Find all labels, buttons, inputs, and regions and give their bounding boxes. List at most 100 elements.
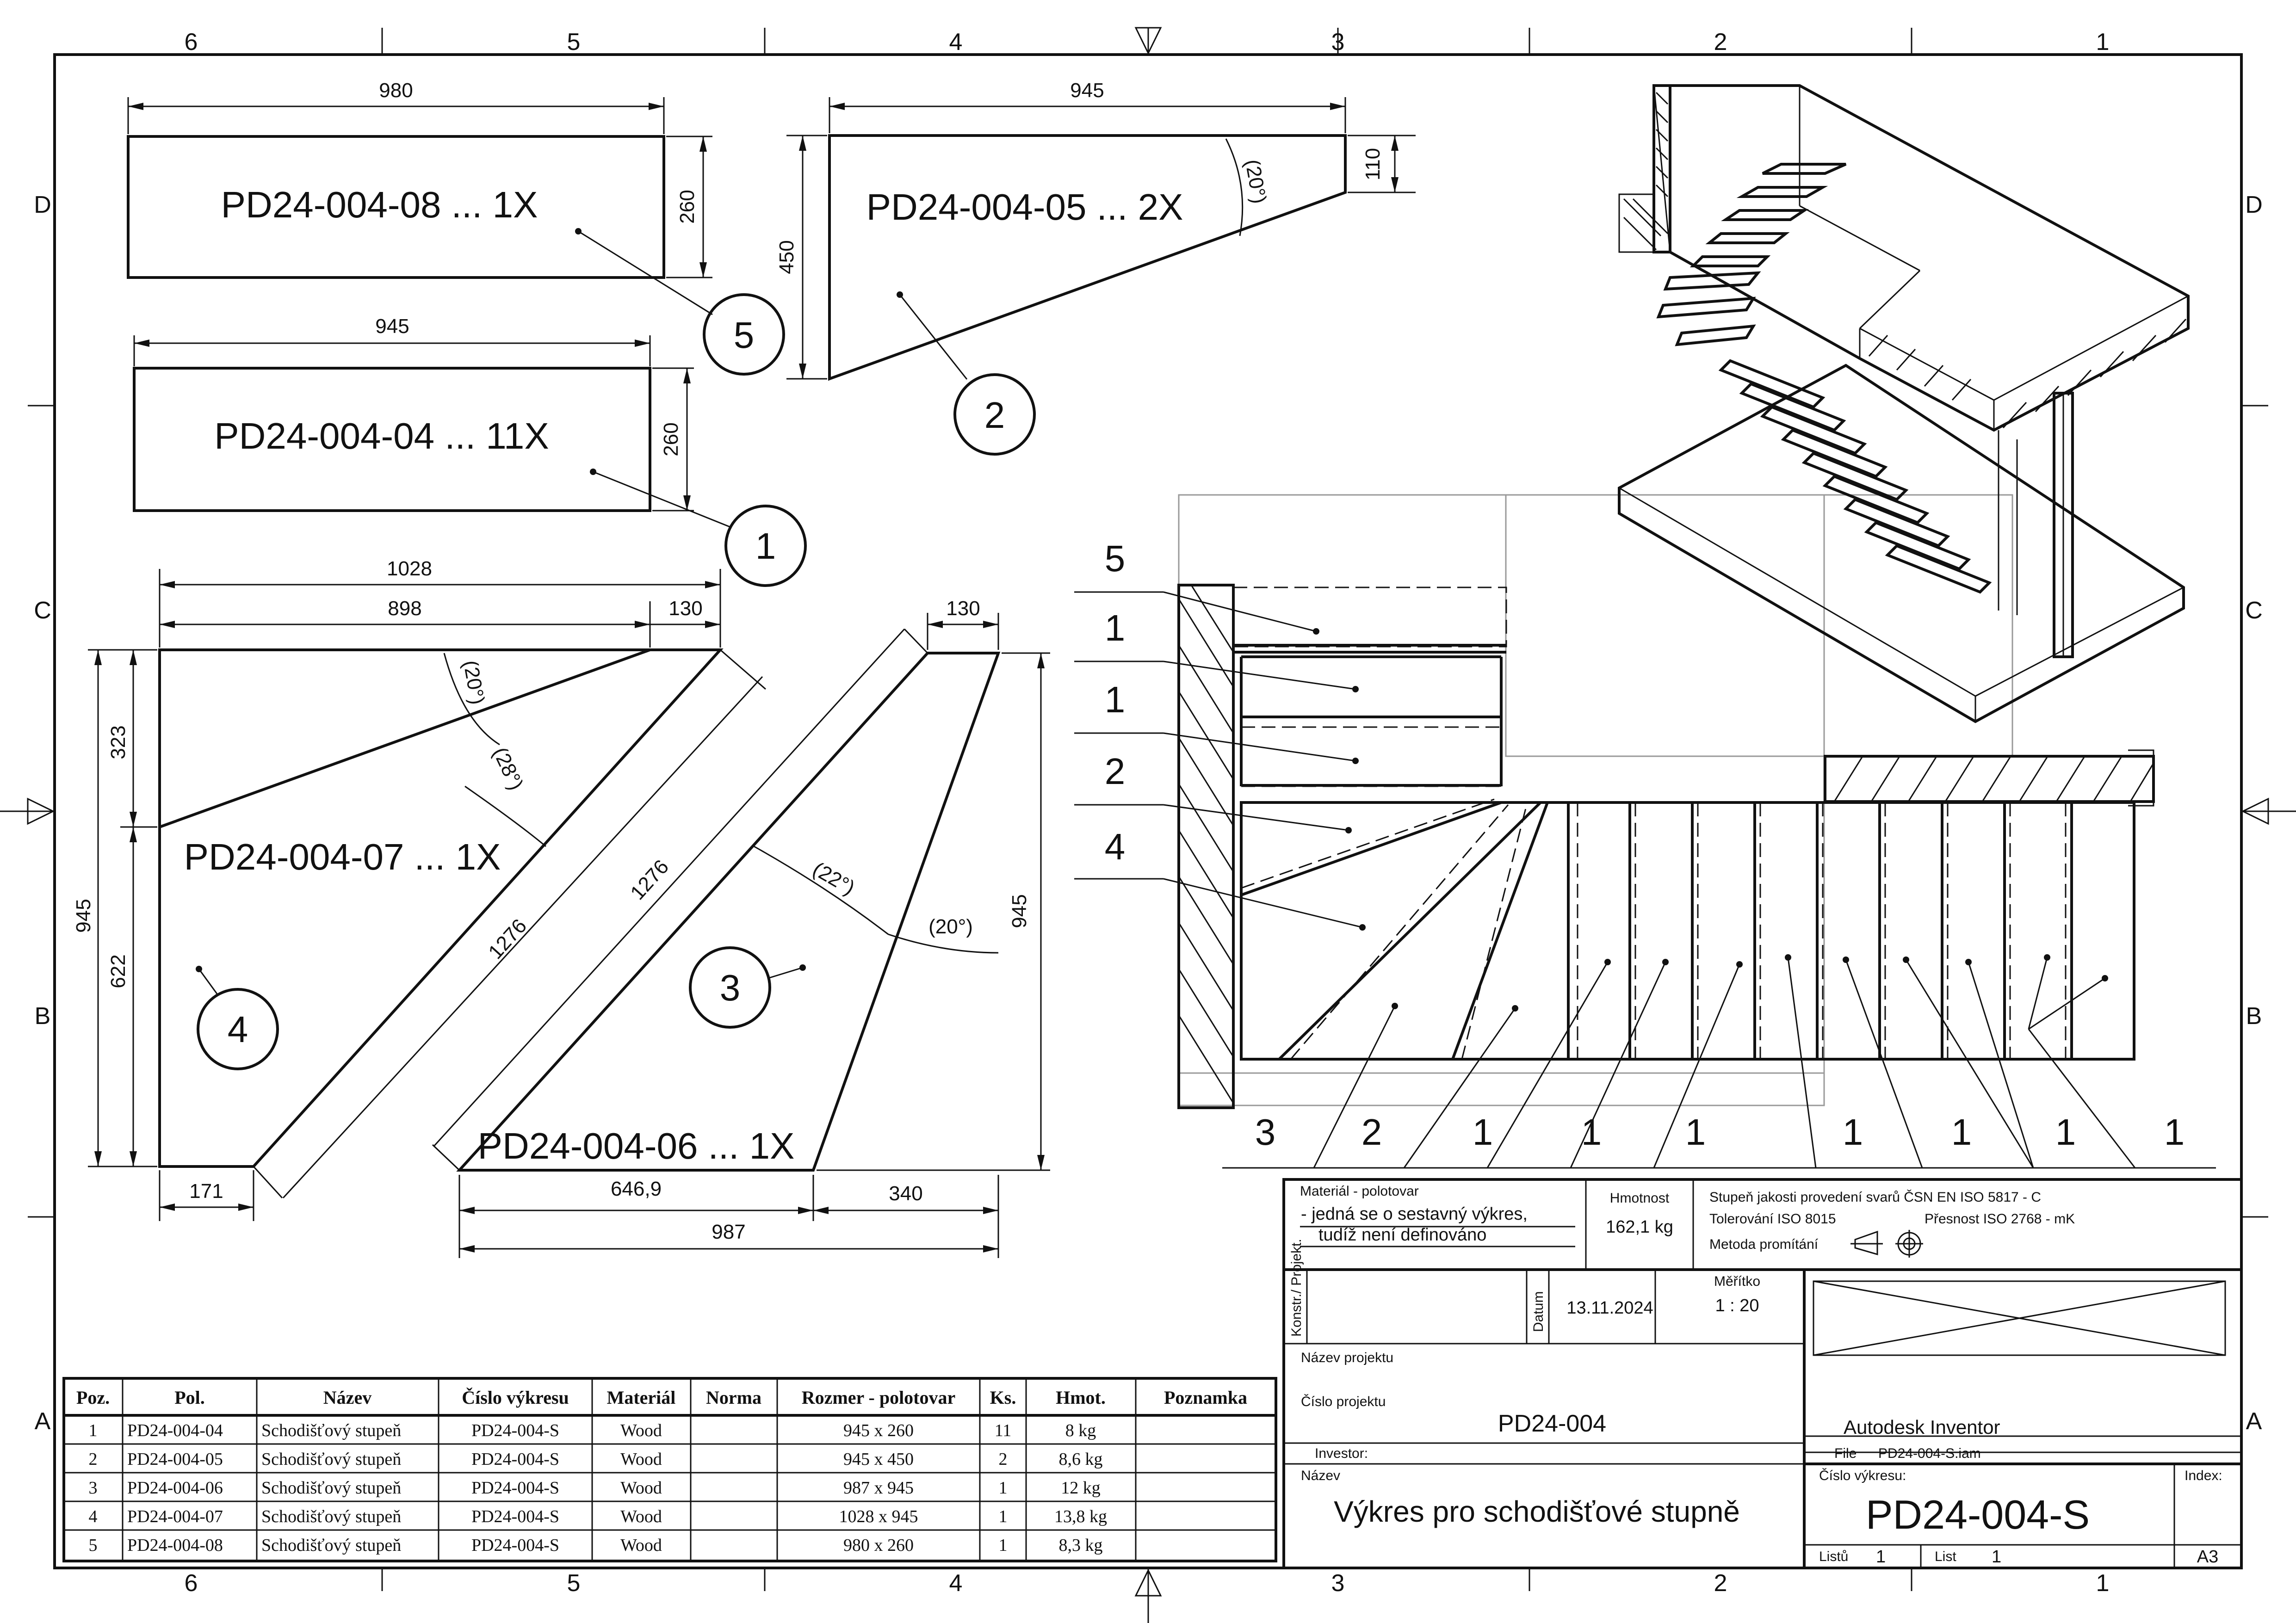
stair-plan-view bbox=[1074, 494, 2216, 1169]
plan-balloon-bottom-6: 1 bbox=[1843, 1111, 1863, 1153]
bom-row-4-rozmer: 1028 x 945 bbox=[839, 1507, 918, 1526]
part-05-view bbox=[786, 97, 1416, 456]
bom-row-3-cislo: PD24-004-S bbox=[471, 1478, 559, 1498]
zone-row-d-right: D bbox=[2245, 191, 2263, 218]
tb-drawing-number-value: PD24-004-S bbox=[1866, 1492, 2090, 1537]
part-04-label: PD24-004-04 ... 11X bbox=[214, 415, 549, 457]
bom-row-4-material: Wood bbox=[620, 1507, 662, 1526]
tb-sheets-value: 1 bbox=[1876, 1547, 1886, 1567]
bom-row-3-poz: 3 bbox=[89, 1478, 98, 1498]
title-block bbox=[1282, 1178, 2243, 1569]
bom-row-3-hmot: 12 kg bbox=[1061, 1478, 1101, 1498]
tb-weld-quality: Stupeň jakosti provedení svarů ČSN EN IS… bbox=[1709, 1189, 2041, 1205]
tb-datum-value: 13.11.2024 bbox=[1566, 1298, 1653, 1318]
tb-tolerance: Tolerování ISO 8015 bbox=[1709, 1211, 1836, 1227]
bom-row-1-pol: PD24-004-04 bbox=[127, 1421, 223, 1440]
part-06-overall-bottom-dim: 987 bbox=[712, 1221, 745, 1243]
part-06-bottom-left-dim: 646,9 bbox=[611, 1178, 662, 1200]
bom-row-2-poz: 2 bbox=[89, 1450, 98, 1469]
bom-row-4-hmot: 13,8 kg bbox=[1054, 1507, 1107, 1526]
tb-material-line2: tudíž není definováno bbox=[1318, 1225, 1486, 1245]
zone-row-c-left: C bbox=[34, 597, 51, 624]
part-08-balloon: 5 bbox=[734, 315, 755, 356]
bom-row-5-material: Wood bbox=[620, 1536, 662, 1555]
plan-balloon-left-2: 1 bbox=[1105, 607, 1126, 648]
part-06-angle-20-dim: (20°) bbox=[928, 915, 973, 938]
part-07-balloon: 4 bbox=[228, 1009, 248, 1050]
zone-row-a-right: A bbox=[2246, 1408, 2262, 1435]
part-07-overall-width-dim: 1028 bbox=[387, 557, 432, 580]
part-08-view bbox=[127, 97, 785, 376]
bom-row-3-rozmer: 987 x 945 bbox=[843, 1478, 914, 1498]
bom-row-1-hmot: 8 kg bbox=[1065, 1421, 1096, 1440]
bom-row-1-poz: 1 bbox=[89, 1421, 98, 1440]
plan-balloon-bottom-8: 1 bbox=[2055, 1111, 2076, 1153]
bom-row-4-poz: 4 bbox=[89, 1507, 98, 1526]
tb-project-number-label: Číslo projektu bbox=[1301, 1394, 1386, 1409]
part-07-lower-height-dim: 622 bbox=[107, 954, 130, 988]
plan-balloon-left-4: 2 bbox=[1105, 751, 1126, 792]
part-05-end-dim: 110 bbox=[1362, 148, 1384, 180]
zone-col-3-bottom: 3 bbox=[1331, 1570, 1345, 1597]
part-06-label: PD24-004-06 ... 1X bbox=[478, 1125, 795, 1166]
part-06-balloon: 3 bbox=[720, 967, 741, 1008]
part-08-width-dim: 980 bbox=[379, 79, 413, 102]
part-05-width-dim: 945 bbox=[1070, 79, 1104, 102]
tb-project-name-label: Název projektu bbox=[1301, 1350, 1393, 1365]
bom-row-5-poz: 5 bbox=[89, 1536, 98, 1555]
zone-col-6-top: 6 bbox=[185, 29, 198, 56]
tb-projection-method: Metoda promítání bbox=[1709, 1237, 1819, 1252]
zone-col-4-bottom: 4 bbox=[949, 1570, 963, 1597]
zone-col-4-top: 4 bbox=[949, 29, 963, 56]
part-04-balloon: 1 bbox=[755, 525, 776, 567]
bom-row-2-pol: PD24-004-05 bbox=[127, 1450, 223, 1469]
part-07-view bbox=[88, 569, 766, 1221]
part-06-top-dim: 130 bbox=[946, 597, 980, 620]
tb-sheets-label: Listů bbox=[1819, 1549, 1848, 1564]
part-07-bottom-dim: 171 bbox=[189, 1180, 223, 1203]
plan-balloon-bottom-2: 2 bbox=[1362, 1111, 1382, 1153]
bom-header-ks: Ks. bbox=[990, 1387, 1016, 1408]
part-08-label: PD24-004-08 ... 1X bbox=[221, 184, 538, 225]
plan-balloon-left-1: 5 bbox=[1105, 538, 1126, 579]
zone-row-d-left: D bbox=[34, 191, 51, 218]
part-04-view bbox=[133, 335, 807, 587]
bom-header-nazev: Název bbox=[323, 1387, 371, 1408]
bom-row-5-cislo: PD24-004-S bbox=[471, 1536, 559, 1555]
bom-row-3-material: Wood bbox=[620, 1478, 662, 1498]
bom-row-1-nazev: Schodišťový stupeň bbox=[261, 1421, 401, 1440]
bom-row-1-ks: 11 bbox=[995, 1421, 1012, 1440]
part-07-long-edge-dim: 898 bbox=[388, 597, 421, 620]
zone-col-5-bottom: 5 bbox=[567, 1570, 581, 1597]
plan-balloon-bottom-5: 1 bbox=[1685, 1111, 1706, 1153]
bom-header-poz: Poz. bbox=[76, 1387, 110, 1408]
bom-row-3-ks: 1 bbox=[999, 1478, 1008, 1498]
part-07-short-edge-dim: 130 bbox=[668, 597, 702, 620]
bom-row-5-pol: PD24-004-08 bbox=[127, 1536, 223, 1555]
bom-row-2-rozmer: 945 x 450 bbox=[843, 1450, 914, 1469]
bom-row-4-pol: PD24-004-07 bbox=[127, 1507, 223, 1526]
part-06-height-dim: 945 bbox=[1008, 894, 1031, 928]
zone-row-c-right: C bbox=[2245, 597, 2263, 624]
bom-row-5-nazev: Schodišťový stupeň bbox=[261, 1536, 401, 1555]
bom-header-norma: Norma bbox=[706, 1387, 761, 1408]
zone-row-b-right: B bbox=[2246, 1003, 2262, 1030]
tb-project-number-value: PD24-004 bbox=[1498, 1410, 1606, 1437]
tb-mass-value: 162,1 kg bbox=[1606, 1217, 1673, 1237]
bom-row-4-cislo: PD24-004-S bbox=[471, 1507, 559, 1526]
bom-row-5-rozmer: 980 x 260 bbox=[843, 1536, 914, 1555]
bom-row-3-pol: PD24-004-06 bbox=[127, 1478, 223, 1498]
zone-col-5-top: 5 bbox=[567, 29, 581, 56]
tb-sheet-value: 1 bbox=[1992, 1547, 2001, 1567]
zone-col-2-bottom: 2 bbox=[1714, 1570, 1727, 1597]
bom-row-1-cislo: PD24-004-S bbox=[471, 1421, 559, 1440]
bom-table bbox=[62, 1377, 1277, 1562]
bom-header-cislo-vykresu: Číslo výkresu bbox=[462, 1387, 569, 1408]
bom-header-pol: Pol. bbox=[174, 1387, 205, 1408]
part-05-height-dim: 450 bbox=[775, 240, 798, 274]
tb-mass-label: Hmotnost bbox=[1610, 1191, 1670, 1206]
plan-balloon-bottom-4: 1 bbox=[1581, 1111, 1602, 1153]
part-04-width-dim: 945 bbox=[375, 315, 409, 338]
bom-row-5-ks: 1 bbox=[999, 1536, 1008, 1555]
zone-col-3-top: 3 bbox=[1331, 29, 1345, 56]
